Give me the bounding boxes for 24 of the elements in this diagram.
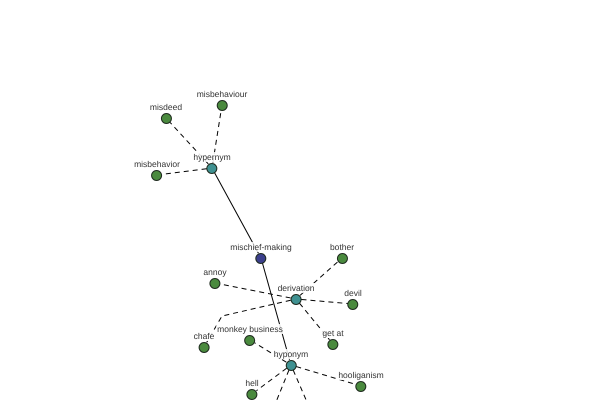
node-label: hyponym: [272, 348, 310, 358]
connector-line: [256, 368, 288, 392]
node-label: chafe: [192, 330, 216, 340]
node-label: mischief-making: [229, 242, 293, 252]
connector-line: [300, 261, 338, 296]
connector-line: [214, 172, 259, 254]
connector-line: [292, 370, 308, 400]
node-label: hell: [244, 378, 260, 388]
node-label: devil: [343, 288, 363, 298]
connector-line: [169, 122, 209, 164]
node-label: hooliganism: [337, 370, 385, 380]
node-label: misbehaviour: [196, 88, 248, 98]
connector-line: [299, 302, 330, 340]
connector-line: [300, 298, 348, 304]
node-label: hypernym: [192, 152, 232, 162]
connector-line: [206, 300, 292, 343]
node-label: monkey business: [216, 324, 284, 334]
node-label: get at: [321, 328, 345, 338]
node-label: misdeed: [148, 102, 184, 112]
connector-line: [276, 370, 290, 400]
node-label: derivation: [276, 282, 316, 292]
node-label: misbehavior: [133, 158, 181, 168]
connector-line: [254, 342, 287, 363]
node-label: bother: [328, 242, 356, 252]
